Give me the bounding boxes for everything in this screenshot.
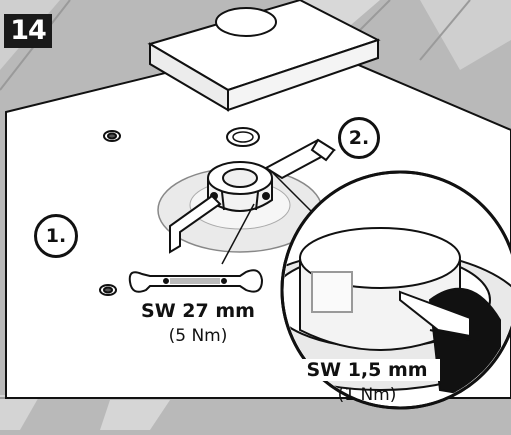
hex-key-torque-label: (1 Nm) [337,385,397,405]
handle-bar-left [169,194,222,254]
callout-step-1: 1. [34,214,78,258]
ring-washer [226,127,260,147]
step-number-badge: 14 [4,14,52,48]
detail-magnifier [280,170,511,410]
collar-nut [207,161,273,212]
callout-step-2: 2. [338,117,380,159]
wrench-spec: SW 27 mm (5 Nm) [128,300,268,346]
top-box [147,0,381,112]
wrench-size-label: SW 27 mm [141,300,255,322]
wrench-icon [128,269,264,293]
hex-key-main [264,138,336,180]
hex-key-spec: SW 1,5 mm (1 Nm) [294,359,440,405]
hex-key-size-label: SW 1,5 mm [294,359,440,381]
wrench-torque-label: (5 Nm) [168,326,228,346]
